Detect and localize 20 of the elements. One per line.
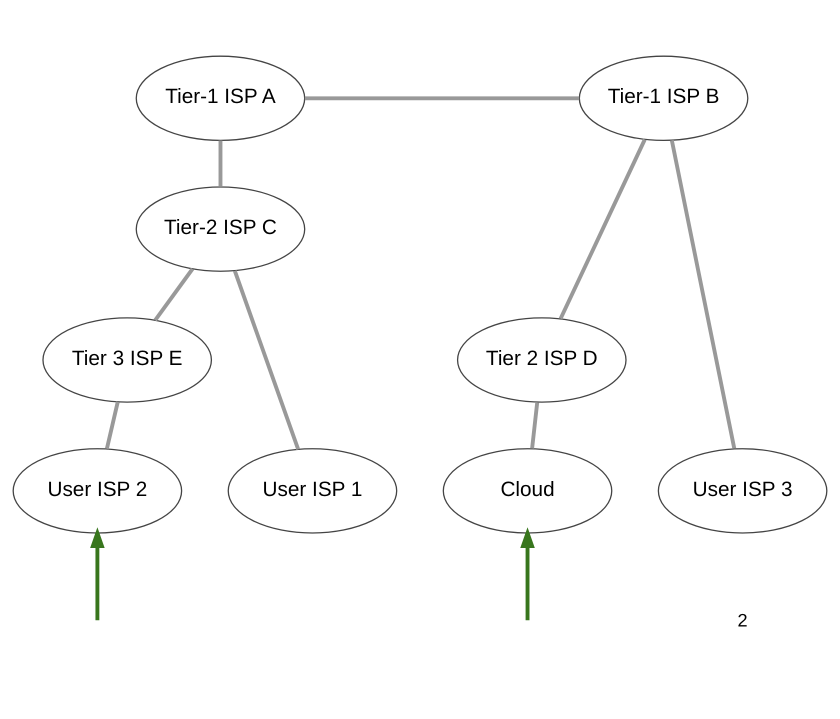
node-ellipse: Tier-2 ISP C: [136, 186, 306, 272]
node-ellipse: Tier 2 ISP D: [456, 316, 627, 402]
node-ellipse: Tier-1 ISP B: [578, 55, 748, 141]
connector: [218, 140, 222, 186]
node-ellipse: Tier-1 ISP A: [136, 55, 306, 141]
connector: [154, 267, 194, 321]
arrow: [90, 526, 105, 620]
node-ellipse: Tier 3 ISP E: [42, 316, 212, 402]
connector: [304, 96, 580, 100]
label: 2: [738, 610, 748, 630]
node-ellipse: Cloud: [442, 448, 612, 534]
connector: [104, 400, 120, 449]
node-ellipse: User ISP 1: [228, 448, 398, 534]
connector: [670, 139, 736, 448]
node-ellipse: User ISP 3: [658, 448, 828, 534]
node-ellipse: User ISP 2: [12, 448, 182, 534]
connector: [530, 402, 540, 448]
arrow: [520, 526, 535, 620]
connector: [233, 270, 300, 450]
connector: [558, 138, 647, 320]
